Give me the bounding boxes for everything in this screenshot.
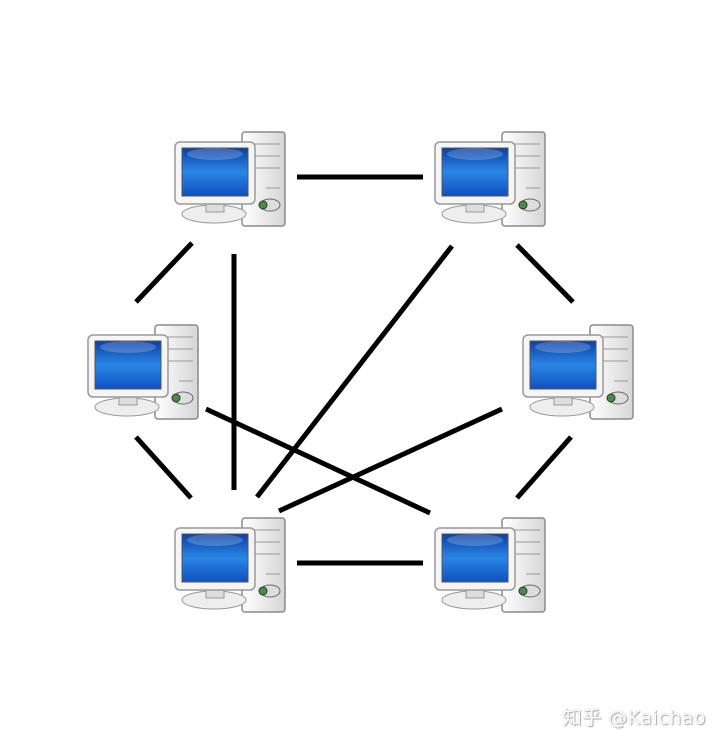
desktop-computer-icon <box>174 517 286 613</box>
links <box>134 174 575 566</box>
link-mid-right-bottom-left <box>277 406 504 514</box>
link-top-right-mid-right <box>515 243 575 304</box>
desktop-computer-icon <box>87 324 199 420</box>
desktop-computer-icon <box>434 517 546 613</box>
link-mid-left-bottom-right <box>204 406 432 516</box>
desktop-computer-icon <box>522 324 634 420</box>
link-top-right-bottom-left <box>255 244 454 499</box>
desktop-computer-icon <box>434 131 546 227</box>
link-mid-right-bottom-right <box>515 435 573 500</box>
link-top-left-mid-left <box>134 241 194 304</box>
link-mid-left-bottom-left <box>134 435 193 500</box>
watermark: 知乎 @Kaichao <box>562 707 706 729</box>
desktop-computer-icon <box>174 131 286 227</box>
